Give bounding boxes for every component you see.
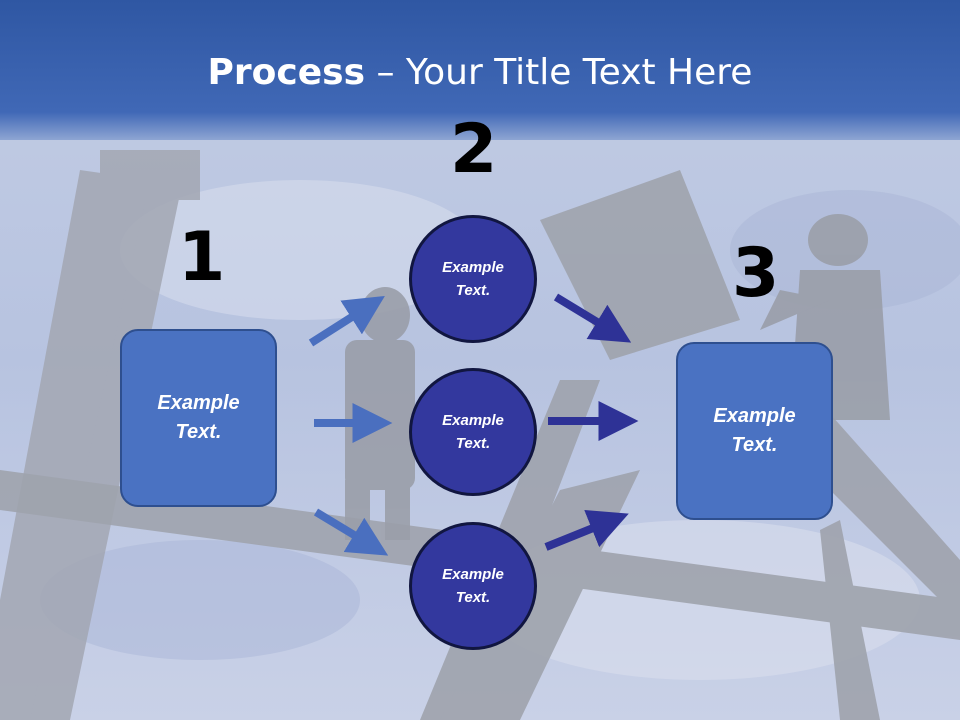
step-number-3: 3 xyxy=(732,234,780,313)
title-rest: – Your Title Text Here xyxy=(365,52,753,93)
step-3-box: Example Text. xyxy=(676,342,833,520)
step-2-text-bottom: Example Text. xyxy=(442,566,504,606)
step-number-2: 2 xyxy=(450,110,498,189)
step-2-circle-middle: Example Text. xyxy=(409,368,537,496)
title-bold: Process xyxy=(207,52,366,93)
step-1-box: Example Text. xyxy=(120,329,277,507)
step-2-circle-top: Example Text. xyxy=(409,215,537,343)
arrow-1-to-bottom xyxy=(313,508,389,556)
step-2-text-top: Example Text. xyxy=(442,259,504,299)
arrow-bottom-to-3 xyxy=(544,510,629,551)
step-2-circle-bottom: Example Text. xyxy=(409,522,537,650)
step-number-1: 1 xyxy=(178,218,226,297)
step-1-text: Example Text. xyxy=(157,392,240,443)
step-2-text-middle: Example Text. xyxy=(442,412,504,452)
step-3-text: Example Text. xyxy=(713,405,796,456)
arrow-top-to-3 xyxy=(553,293,632,343)
arrow-1-to-top xyxy=(308,295,385,347)
page-title: Process – Your Title Text Here xyxy=(0,52,960,93)
